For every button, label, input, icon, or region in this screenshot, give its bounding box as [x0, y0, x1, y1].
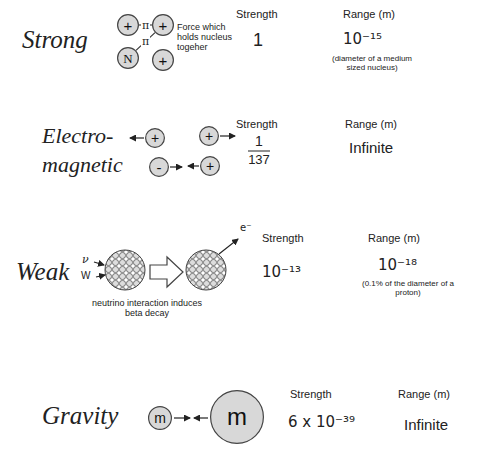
attraction-arrow	[174, 417, 190, 418]
strength-value: 1	[250, 31, 266, 51]
circle-letter: +	[124, 18, 133, 33]
circle-shape	[153, 50, 174, 71]
process-note: neutrino interaction induces beta decay	[88, 299, 206, 319]
force-name: Electro- magnetic	[42, 122, 137, 179]
particle-symbol: W	[81, 270, 90, 281]
strength-value: 6 x 10⁻³⁹	[288, 414, 355, 431]
column-header: Range (m)	[345, 118, 397, 130]
circle-shape	[200, 127, 219, 146]
strength-denominator: 137	[243, 153, 275, 167]
charge-circle: +	[145, 128, 165, 148]
circle-shape	[201, 157, 220, 176]
incoming-arrow	[94, 262, 104, 265]
column-header: Strength	[236, 8, 278, 20]
circle-letter: +	[205, 129, 213, 143]
column-header: Range (m)	[398, 388, 450, 400]
range-value: 10⁻¹⁵	[343, 31, 382, 48]
attraction-arrow	[194, 417, 208, 418]
circle-shape	[211, 391, 264, 444]
electron-arrow	[219, 239, 238, 254]
column-header: Strength	[236, 118, 278, 130]
circle-letter: -	[157, 160, 162, 175]
circle-shape	[149, 407, 172, 430]
pion-symbol: π	[141, 20, 150, 31]
strength-numerator: 1	[248, 134, 270, 149]
repulsion-arrow	[220, 135, 235, 136]
proton-circle: +	[152, 49, 174, 71]
repulsion-arrow	[130, 137, 144, 138]
charge-circle: -	[149, 157, 169, 177]
particle-symbol: e⁻	[240, 222, 251, 233]
neutron-circle: N	[117, 47, 139, 69]
circle-letter: m	[154, 411, 166, 425]
strength-value: 10⁻¹³	[262, 264, 301, 281]
force-note: Force which holds nucleus togeher	[177, 23, 237, 53]
range-value: Infinite	[349, 140, 393, 157]
small-mass-circle: m	[148, 406, 172, 430]
transition-arrow	[150, 257, 183, 287]
force-name: Gravity	[42, 402, 118, 430]
nucleus-picture	[105, 250, 145, 290]
large-mass-circle: m	[210, 390, 264, 444]
pion-exchange-line	[136, 33, 155, 51]
circle-shape	[150, 158, 169, 177]
circle-letter: N	[123, 52, 132, 65]
circle-letter: m	[227, 405, 247, 429]
column-header: Range (m)	[368, 232, 420, 244]
circle-shape	[118, 15, 139, 36]
force-name: Weak	[16, 258, 69, 286]
circle-letter: +	[151, 131, 159, 145]
proton-circle: +	[152, 14, 174, 36]
force-name: Strong	[22, 26, 88, 54]
nucleus-picture	[186, 250, 226, 290]
fraction-bar	[248, 151, 270, 152]
attraction-arrow	[188, 165, 199, 166]
circle-letter: +	[159, 53, 168, 68]
particle-symbol: ν	[82, 254, 89, 266]
column-header: Strength	[262, 232, 304, 244]
circle-shape	[153, 15, 174, 36]
pion-symbol: π	[141, 36, 150, 47]
circle-shape	[118, 48, 139, 69]
column-header: Range (m)	[343, 8, 395, 20]
attraction-arrow	[170, 166, 182, 167]
circle-shape	[146, 129, 165, 148]
range-note: (diameter of a medium sized nucleus)	[322, 55, 422, 73]
circle-letter: +	[206, 159, 214, 173]
range-value: Infinite	[404, 417, 448, 434]
charge-circle: +	[200, 156, 220, 176]
circle-letter: +	[159, 18, 168, 33]
column-header: Strength	[290, 388, 332, 400]
charge-circle: +	[199, 126, 219, 146]
proton-circle: +	[117, 14, 139, 36]
range-value: 10⁻¹⁸	[378, 257, 417, 274]
incoming-arrow	[96, 275, 105, 277]
range-note: (0.1% of the diameter of a proton)	[360, 280, 456, 298]
